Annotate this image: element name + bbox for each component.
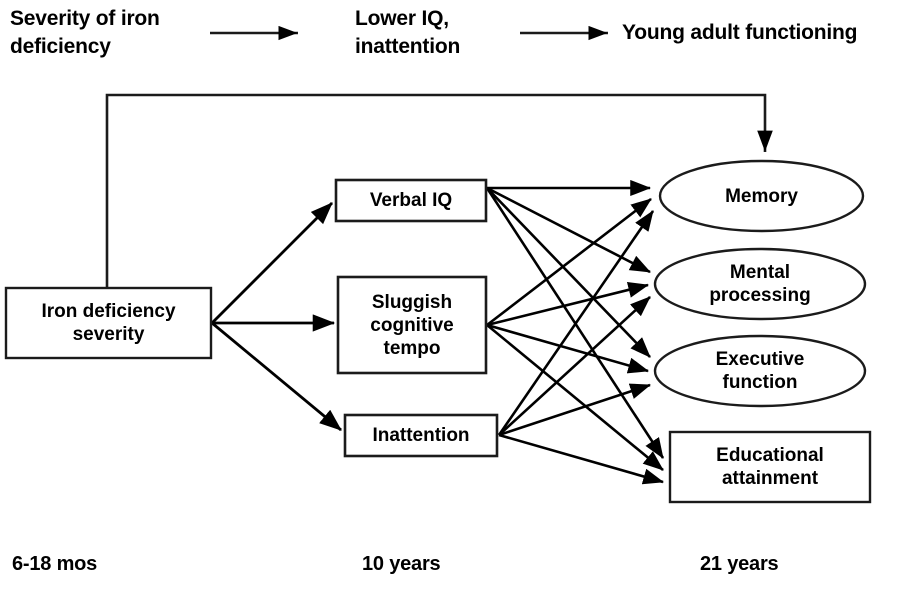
edge-inattention-to-educational-attainment xyxy=(498,433,664,485)
edge-sluggish-cognitive-tempo-to-executive-function xyxy=(486,323,649,374)
edge-iron-deficiency-severity-to-verbal-iq xyxy=(211,202,333,324)
edge-inattention-to-executive-function xyxy=(498,383,651,437)
edge-inattention-to-memory xyxy=(497,210,655,436)
edge-iron-deficiency-severity-to-inattention xyxy=(211,321,342,432)
node-shape-inattention[interactable] xyxy=(343,413,499,458)
node-shape-executive-function[interactable] xyxy=(653,334,867,408)
header-young-adult-functioning: Young adult functioning xyxy=(622,21,858,44)
edge-sluggish-cognitive-tempo-to-educational-attainment xyxy=(486,323,664,472)
node-shape-iron-deficiency-severity[interactable] xyxy=(4,286,213,360)
edge-sluggish-cognitive-tempo-to-mental-processing xyxy=(486,281,650,327)
header-lower-iq-inattention: Lower IQ, inattention xyxy=(355,7,461,58)
edge-verbal-iq-to-mental-processing xyxy=(486,186,651,274)
timeline-label-21-years: 21 years xyxy=(700,553,779,575)
edge-inattention-to-mental-processing xyxy=(498,296,651,436)
edge-sluggish-cognitive-tempo-to-memory xyxy=(486,197,652,327)
node-shape-mental-processing[interactable] xyxy=(653,247,867,321)
timeline-label-10-years: 10 years xyxy=(362,553,441,575)
node-shape-educational-attainment[interactable] xyxy=(668,430,872,504)
node-shape-memory[interactable] xyxy=(658,159,865,233)
edge-iron-deficiency-severity-to-memory xyxy=(105,93,773,288)
timeline-label-6-18-mos: 6-18 mos xyxy=(12,553,98,575)
node-shape-sluggish-cognitive-tempo[interactable] xyxy=(336,275,488,375)
header-severity-of-iron-deficiency: Severity of iron deficiency xyxy=(10,7,160,58)
edge-verbal-iq-to-executive-function xyxy=(486,187,651,358)
node-shape-verbal-iq[interactable] xyxy=(334,178,488,223)
